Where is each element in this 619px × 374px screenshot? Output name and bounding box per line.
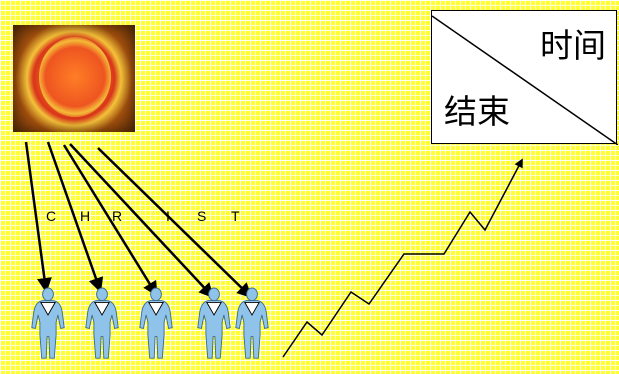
sun-glow (39, 37, 111, 117)
rays (24, 141, 253, 299)
person-figure-2 (85, 287, 119, 359)
legend-bottom-label: 结束 (444, 92, 510, 131)
legend-box: 时间 结束 (431, 10, 618, 145)
person-figure-5 (235, 287, 269, 359)
letter-c: C (46, 208, 57, 224)
sun-image (13, 25, 135, 132)
letter-h: H (80, 208, 91, 224)
figures (31, 287, 269, 359)
ray-5 (97, 147, 253, 299)
person-figure-4 (197, 287, 231, 359)
ray-3 (62, 144, 158, 297)
legend-diagonal (432, 15, 618, 145)
person-figure-1 (31, 287, 65, 359)
letter-s: S (197, 208, 207, 224)
letter-r: R (112, 208, 123, 224)
person-figure-3 (139, 287, 173, 359)
ray-2 (46, 141, 104, 293)
growth-arrow (282, 158, 523, 358)
letter-t: T (231, 208, 240, 224)
ray-4 (69, 143, 215, 299)
ray-1 (24, 141, 52, 293)
legend-top-label: 时间 (540, 26, 606, 65)
